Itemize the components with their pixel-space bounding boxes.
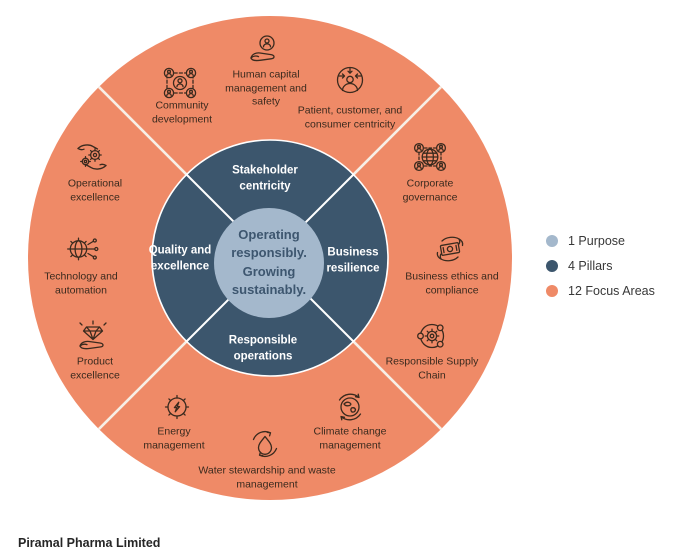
pillar-label-quality-excellence: Quality and excellence xyxy=(148,244,212,272)
hands-money-icon xyxy=(436,236,464,262)
person-inward-arrows-icon xyxy=(336,66,364,94)
focus-label-energy-management: Energy management xyxy=(143,425,205,451)
gear-circuit-icon xyxy=(67,237,99,261)
pillar-label-responsible-operations: Responsible operations xyxy=(228,334,298,362)
focus-label-technology-automation: Technology and automation xyxy=(44,270,118,296)
hands-gears-icon xyxy=(77,144,107,170)
people-network-icon xyxy=(163,67,197,99)
focus-label-business-ethics: Business ethics and compliance xyxy=(405,270,499,296)
focus-label-patient-centricity: Patient, customer, and consumer centrici… xyxy=(297,104,403,130)
hand-holding-diamond-icon xyxy=(79,320,107,350)
purpose-circle xyxy=(214,208,324,318)
legend-label: 4 Pillars xyxy=(568,258,613,273)
water-drop-cycle-icon xyxy=(252,430,278,458)
company-name: Piramal Pharma Limited xyxy=(18,536,161,550)
legend-item-purpose: 1 Purpose xyxy=(546,228,655,253)
pillar-label-stakeholder-centricity: Stakeholder centricity xyxy=(232,164,298,192)
purpose-swatch-icon xyxy=(546,234,558,247)
legend: 1 Purpose 4 Pillars 12 Focus Areas xyxy=(546,228,655,303)
focus-areas-swatch-icon xyxy=(546,284,558,297)
legend-label: 1 Purpose xyxy=(568,233,625,248)
focus-label-water-stewardship: Water stewardship and waste management xyxy=(198,464,336,490)
focus-label-corporate-governance: Corporate governance xyxy=(402,177,458,203)
pillar-label-business-resilience: Business resilience xyxy=(326,246,380,274)
focus-label-climate-change: Climate change management xyxy=(313,425,387,451)
hand-holding-person-icon xyxy=(250,35,275,62)
focus-label-operational-excellence: Operational excellence xyxy=(67,177,123,203)
legend-item-pillars: 4 Pillars xyxy=(546,253,655,278)
gear-lightning-icon xyxy=(164,394,190,420)
purpose-statement: Operating responsibly. Growing sustainab… xyxy=(231,227,307,298)
focus-label-human-capital: Human capital management and safety xyxy=(225,68,307,108)
focus-label-community-development: Community development xyxy=(151,99,213,125)
focus-label-responsible-supply-chain: Responsible Supply Chain xyxy=(385,355,479,381)
globe-cycle-arrows-icon xyxy=(338,393,362,421)
legend-label: 12 Focus Areas xyxy=(568,283,655,298)
focus-label-product-excellence: Product excellence xyxy=(70,355,120,381)
legend-item-focus-areas: 12 Focus Areas xyxy=(546,278,655,303)
gear-network-icon xyxy=(417,323,445,349)
pillars-swatch-icon xyxy=(546,259,558,272)
globe-people-icon xyxy=(413,142,447,172)
